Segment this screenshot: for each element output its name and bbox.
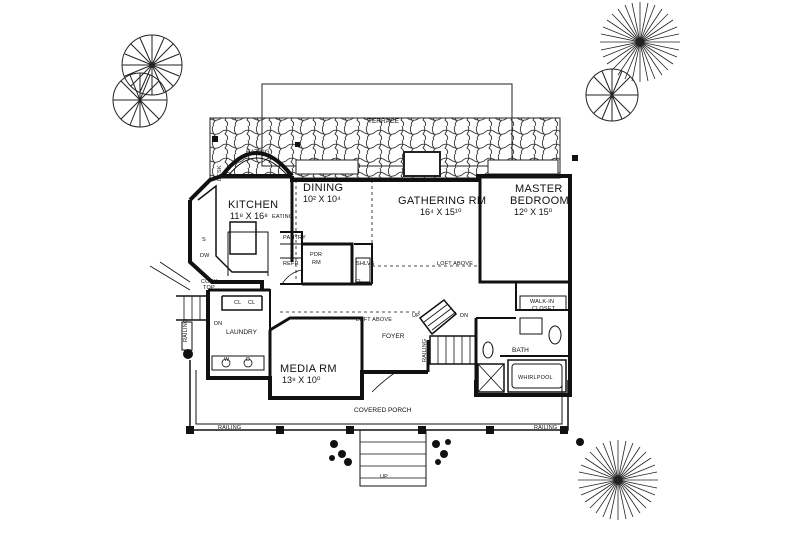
terrace: [209, 83, 578, 179]
gathering-room-dimensions: 16⁴ X 15¹⁰: [420, 207, 462, 217]
dishwasher-label: DW: [200, 253, 210, 259]
master-label: MASTER: [515, 183, 563, 195]
railing-stair-label: RAILING: [422, 338, 428, 362]
down-label-left: DN: [214, 321, 223, 327]
media-room-label: MEDIA RM: [280, 363, 337, 375]
terrace-label: TERRACE: [368, 118, 400, 125]
covered-porch-label: COVERED PORCH: [354, 407, 412, 414]
bath-label: BATH: [512, 347, 529, 354]
loft-above-label-2: LOFT ABOVE: [356, 317, 393, 323]
kitchen-label: KITCHEN: [228, 199, 279, 211]
washer-label: W: [224, 357, 230, 363]
shelves-label: SHLVS: [356, 261, 375, 267]
master-dimensions: 12⁰ X 15⁰: [514, 207, 553, 217]
eating-label: EATING: [246, 149, 270, 156]
pdr-rm-label: RM: [312, 260, 321, 266]
dining-label: DINING: [303, 182, 344, 194]
bedroom-label: BEDROOM: [510, 195, 569, 207]
sink-label: S: [202, 237, 206, 243]
desk-label: DESK: [217, 165, 223, 181]
loft-above-label-1: LOFT ABOVE: [437, 261, 474, 267]
cooktop-label: COOK: [201, 279, 218, 285]
tree-top-right-starburst: [600, 2, 680, 82]
railing-porch-left-label: RAILING: [218, 425, 242, 431]
closet-label-b: CL: [248, 300, 256, 306]
laundry-label: LAUNDRY: [226, 329, 257, 336]
media-room-dimensions: 13⁸ X 10⁰: [282, 375, 321, 385]
dining-dimensions: 10² X 10⁴: [303, 194, 341, 204]
door-swings: [149, 261, 397, 393]
refr-label: REFR: [283, 261, 299, 267]
eating-bar-label: EATING: [272, 214, 294, 220]
down-label-stairs: DN: [460, 313, 469, 319]
pdr-label: PDR: [310, 252, 323, 258]
up-label-stairs: UP: [412, 313, 421, 319]
kitchen-dimensions: 11⁸ X 16⁸: [230, 211, 268, 221]
railing-left-label: RAILING: [183, 318, 189, 342]
cooktop-label-2: TOP: [203, 285, 215, 291]
foyer-label: FOYER: [382, 333, 405, 340]
whirlpool-label: WHIRLPOOL: [518, 375, 553, 381]
closet-label: CLOSET: [532, 306, 556, 312]
house-walls: [176, 151, 572, 487]
pantry-label: PANTRY: [283, 235, 307, 241]
gathering-room-label: GATHERING RM: [398, 195, 487, 207]
closet-label-a: CL: [234, 300, 242, 306]
porch-posts: [186, 426, 568, 434]
shrubs: [183, 349, 584, 466]
walk-in-label: WALK-IN: [530, 299, 555, 305]
up-label-front: UP: [380, 474, 389, 480]
dryer-label: D: [246, 357, 251, 363]
closet-center-label: CL: [355, 279, 363, 285]
railing-porch-right-label: RAILING: [534, 425, 558, 431]
tree-bottom-right-starburst: [578, 440, 658, 520]
tree-top-left-1: [121, 34, 183, 96]
tree-top-left-2: [112, 72, 168, 128]
tree-right: [585, 68, 639, 122]
